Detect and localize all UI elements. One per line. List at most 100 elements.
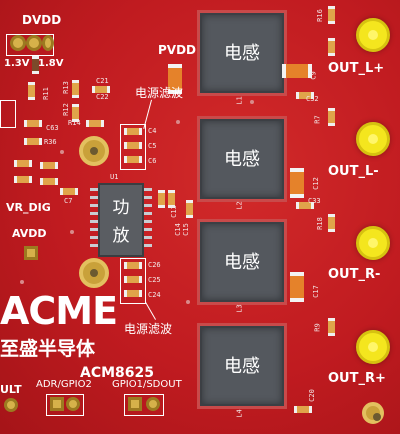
- capacitor: [294, 406, 312, 413]
- resistor: [72, 104, 79, 122]
- ref-c33: C33: [308, 197, 321, 205]
- ref-l1: L1: [235, 96, 244, 105]
- inductor-label: 电感: [224, 149, 260, 170]
- jumper-pin: [10, 35, 26, 51]
- ref-c24: C24: [148, 291, 161, 299]
- ic-pin: [144, 188, 152, 191]
- filter-capacitor: [124, 156, 142, 163]
- ic-pin: [144, 212, 152, 215]
- ref-r11: R11: [41, 87, 50, 100]
- jumper-pin: [26, 35, 42, 51]
- ic-pin: [144, 196, 152, 199]
- filter-highlight: [120, 258, 146, 304]
- output-terminal-r-plus: [356, 330, 390, 364]
- header-pin: [50, 397, 64, 411]
- power-filter-annotation-top: 电源滤波: [135, 86, 184, 100]
- inductor-label: 电感: [224, 356, 260, 377]
- pvdd-label: PVDD: [158, 43, 197, 57]
- adr-gpio2-label: ADR/GPIO2: [36, 379, 92, 390]
- ref-c4: C4: [148, 127, 157, 135]
- capacitor: [24, 120, 42, 127]
- header-pin: [146, 397, 160, 411]
- inductor-l1: 电感: [200, 13, 284, 93]
- resistor: [328, 318, 335, 336]
- via: [186, 300, 190, 304]
- out-l-plus-label: OUT_L+: [328, 61, 385, 76]
- ref-r13: R13: [61, 81, 70, 94]
- filter-capacitor: [124, 128, 142, 135]
- output-capacitor: [290, 168, 304, 198]
- capacitor: [328, 38, 335, 56]
- ref-l4: L4: [235, 409, 244, 418]
- ref-r18: R18: [315, 217, 324, 230]
- resistor: [328, 6, 335, 24]
- amplifier-label-line1: 功: [112, 198, 130, 218]
- inductor-label: 电感: [224, 252, 260, 273]
- capacitor: [92, 86, 110, 93]
- capacitor: [158, 190, 165, 208]
- ref-c5: C5: [148, 142, 157, 150]
- filter-capacitor: [124, 262, 142, 269]
- capacitor: [60, 188, 78, 195]
- ref-l3: L3: [235, 304, 244, 313]
- ref-r16: R16: [315, 9, 324, 22]
- via: [250, 100, 254, 104]
- amplifier-ic: 功 放: [98, 183, 144, 257]
- resistor: [28, 82, 35, 100]
- annotation-leader: [145, 302, 156, 320]
- ref-r36: R36: [44, 138, 57, 146]
- ic-pin: [144, 236, 152, 239]
- capacitor: [168, 190, 175, 208]
- out-l-minus-label: OUT_L-: [328, 164, 379, 179]
- ref-c9: C9: [309, 71, 318, 80]
- capacitor: [296, 92, 314, 99]
- header-outline: [124, 394, 164, 416]
- output-capacitor: [290, 272, 304, 302]
- ic-pin: [90, 220, 98, 223]
- test-pad: [24, 246, 38, 260]
- gpio1-sdout-label: GPIO1/SDOUT: [112, 379, 182, 390]
- via: [176, 120, 180, 124]
- ic-pin: [90, 188, 98, 191]
- filter-capacitor: [124, 142, 142, 149]
- ic-pin: [144, 244, 152, 247]
- via: [60, 150, 64, 154]
- resistor: [24, 138, 42, 145]
- resistor: [328, 108, 335, 126]
- header-outline: [46, 394, 84, 416]
- inductor-l3: 电感: [200, 222, 284, 302]
- ref-c25: C25: [148, 276, 161, 284]
- mounting-hole: [79, 136, 109, 166]
- resistor: [72, 80, 79, 98]
- capacitor: [86, 120, 104, 127]
- ref-c15: C15: [181, 223, 190, 236]
- output-terminal-l-plus: [356, 18, 390, 52]
- capacitor: [40, 178, 58, 185]
- ref-c32: C32: [306, 95, 319, 103]
- capacitor: [14, 176, 32, 183]
- output-capacitor: [282, 64, 312, 78]
- ic-pin: [90, 236, 98, 239]
- ref-u1: U1: [110, 173, 119, 181]
- ic-pin: [90, 196, 98, 199]
- ref-c20: C20: [307, 389, 316, 402]
- ref-r7: R7: [313, 115, 322, 124]
- ic-outline: [0, 100, 16, 128]
- ic-pin: [90, 228, 98, 231]
- vr-dig-label: VR_DIG: [6, 201, 51, 214]
- ref-l2: L2: [235, 201, 244, 210]
- ref-c6: C6: [148, 157, 157, 165]
- voltage-1v3-label: 1.3V: [4, 58, 30, 69]
- output-terminal-r-minus: [356, 226, 390, 260]
- inductor-l2: 电感: [200, 119, 284, 199]
- fault-label: ULT: [0, 383, 22, 396]
- header-pin: [66, 397, 80, 411]
- ref-r9: R9: [313, 323, 322, 332]
- ic-pin: [144, 204, 152, 207]
- ref-r14: R14: [68, 119, 81, 127]
- mounting-hole: [79, 258, 109, 288]
- inductor-label: 电感: [224, 43, 260, 64]
- header-pin: [128, 397, 142, 411]
- ref-c12: C12: [311, 177, 320, 190]
